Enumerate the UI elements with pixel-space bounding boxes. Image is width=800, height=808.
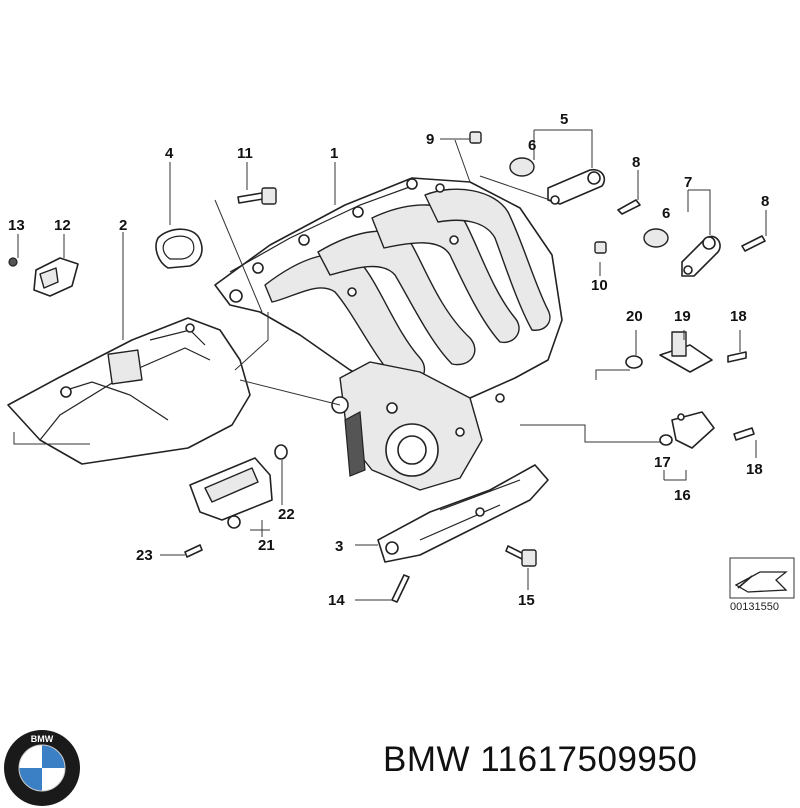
leader-lines: [13, 129, 767, 601]
sensor-7-part: [643, 228, 721, 277]
parts-diagram: 1 2 3 4 5 6 6 7 8 8 9 10 11 12 13 14 15 …: [7, 111, 795, 613]
intake-manifold-part: [214, 177, 563, 491]
reference-number: 00131550: [730, 601, 779, 613]
bracket-part: [377, 464, 549, 563]
nut-9-10-parts: [469, 131, 607, 254]
callout-3: 3: [335, 538, 343, 555]
actuator-21-part: [184, 444, 288, 558]
callout-21: 21: [258, 537, 275, 554]
arrow-icon: [734, 571, 788, 593]
caption-brand: BMW: [383, 740, 471, 779]
reference-box: 00131550: [729, 557, 795, 613]
sensor-16-part: [659, 411, 755, 449]
sensor-5-part: [509, 157, 606, 205]
screw-13-part: [8, 257, 18, 267]
callout-12: 12: [54, 217, 71, 234]
callout-8a: 8: [632, 154, 640, 171]
logo-quarter-blue-b: [19, 768, 42, 791]
bmw-logo-icon: BMW: [4, 730, 80, 806]
part-caption: BMW 11617509950: [383, 740, 697, 780]
bolt-11-part: [237, 187, 277, 205]
gasket-part: [155, 228, 203, 269]
callout-13: 13: [8, 217, 25, 234]
callout-6b: 6: [662, 205, 670, 222]
callout-18a: 18: [730, 308, 747, 325]
callout-16: 16: [674, 487, 691, 504]
callout-23: 23: [136, 547, 153, 564]
callout-labels: 1 2 3 4 5 6 6 7 8 8 9 10 11 12 13 14 15 …: [8, 111, 769, 609]
callout-7: 7: [684, 174, 692, 191]
callout-22: 22: [278, 506, 295, 523]
callout-4: 4: [165, 145, 174, 162]
callout-20: 20: [626, 308, 643, 325]
callout-9: 9: [426, 131, 434, 148]
heat-shield-part: [7, 317, 251, 465]
callout-17: 17: [654, 454, 671, 471]
bolt-14-part: [391, 574, 410, 603]
caption-part-number: 11617509950: [480, 740, 698, 779]
callout-1: 1: [330, 145, 338, 162]
sensor-19-part: [625, 331, 747, 373]
callout-15: 15: [518, 592, 535, 609]
logo-quarter-blue-a: [42, 745, 65, 768]
callout-2: 2: [119, 217, 127, 234]
callout-5: 5: [560, 111, 568, 128]
logo-letters: BMW: [31, 734, 54, 744]
callout-8b: 8: [761, 193, 769, 210]
bolt-15-part: [505, 545, 537, 567]
callout-10: 10: [591, 277, 608, 294]
callout-11: 11: [237, 145, 253, 162]
callout-19: 19: [674, 308, 691, 325]
callout-18b: 18: [746, 461, 763, 478]
bolt-8-parts: [617, 199, 766, 252]
callout-14: 14: [328, 592, 345, 609]
callout-6a: 6: [528, 137, 536, 154]
bracket-12-part: [33, 257, 79, 297]
